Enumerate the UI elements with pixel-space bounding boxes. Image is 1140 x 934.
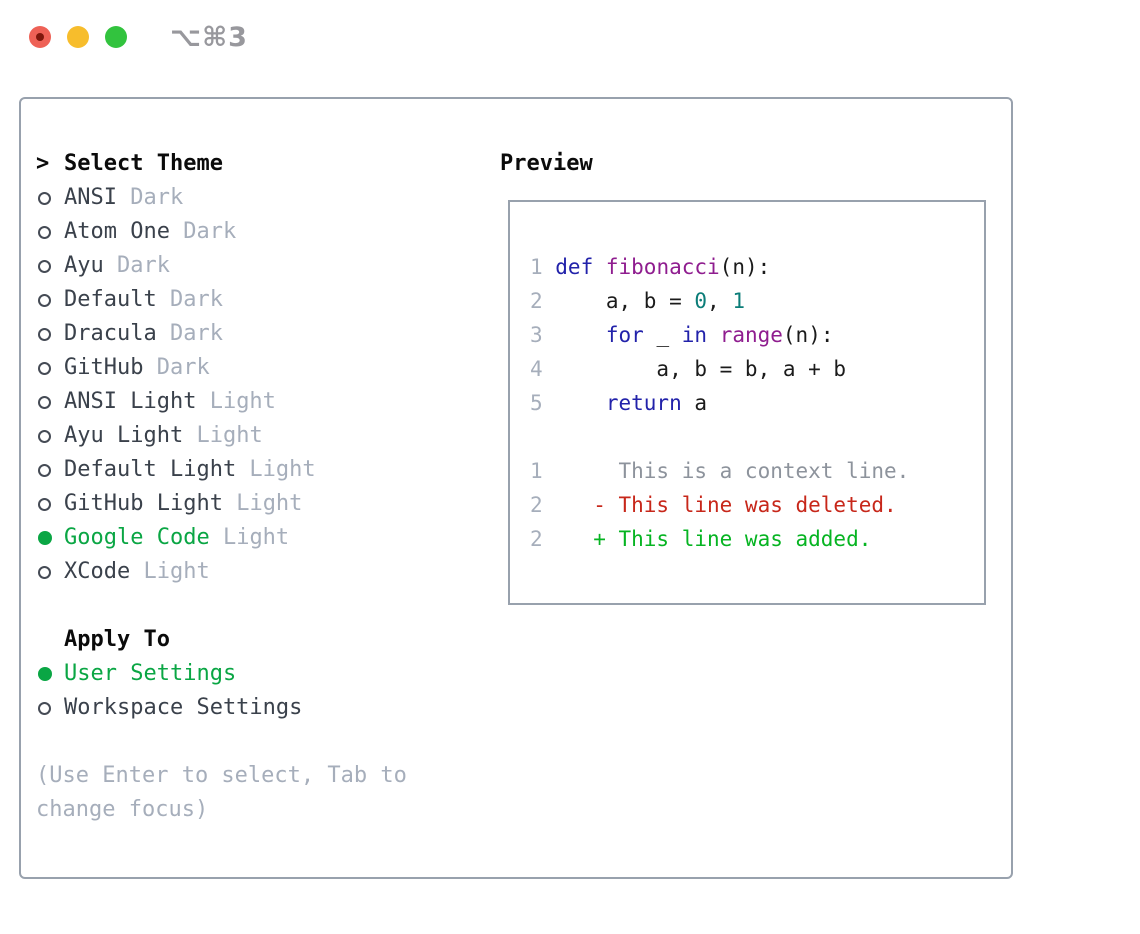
theme-variant: Light	[130, 559, 210, 584]
theme-variant: Light	[196, 389, 276, 414]
radio-unselected-icon	[38, 701, 51, 715]
spacer	[36, 589, 476, 623]
line-number: 3	[530, 323, 543, 347]
diff-line-context: 1 This is a context line.	[530, 454, 984, 488]
theme-name: GitHub Light	[64, 491, 223, 516]
radio-unselected-icon	[38, 497, 51, 511]
radio-unselected-icon	[38, 327, 51, 341]
maximize-button[interactable]	[105, 26, 127, 48]
theme-name: Atom One	[64, 219, 170, 244]
apply-option-workspace-settings[interactable]: Workspace Settings	[36, 691, 476, 725]
select-theme-header: > Select Theme	[36, 147, 476, 181]
line-number: 1	[530, 255, 543, 279]
theme-name: Ayu	[64, 253, 104, 278]
apply-to-header: Apply To	[36, 623, 476, 657]
line-number: 2	[530, 289, 543, 313]
radio-selected-icon	[38, 667, 52, 681]
radio-unselected-icon	[38, 191, 51, 205]
title-bar: ⌥⌘3	[0, 0, 1140, 75]
close-dot-icon	[36, 33, 44, 41]
apply-option-label: User Settings	[64, 661, 237, 686]
theme-name: ANSI Light	[64, 389, 197, 414]
radio-unselected-icon	[38, 225, 51, 239]
apply-to-title: Apply To	[64, 627, 170, 652]
diff-line-added: 2 + This line was added.	[530, 522, 984, 556]
radio-unselected-icon	[38, 463, 51, 477]
preview-title: Preview	[500, 151, 593, 176]
theme-variant: Dark	[116, 185, 184, 210]
close-button[interactable]	[29, 26, 51, 48]
theme-variant: Light	[236, 457, 316, 482]
theme-option-xcode[interactable]: XCode Light	[36, 555, 476, 589]
code-line: 3 for _ in range(n):	[530, 318, 984, 352]
code-line: 2 a, b = 0, 1	[530, 284, 984, 318]
line-number: 5	[530, 391, 543, 415]
radio-selected-icon	[38, 531, 52, 545]
theme-option-default[interactable]: Default Dark	[36, 283, 476, 317]
theme-option-ayu[interactable]: Ayu Dark	[36, 249, 476, 283]
radio-unselected-icon	[38, 361, 51, 375]
theme-name: GitHub	[64, 355, 144, 380]
theme-variant: Dark	[103, 253, 170, 278]
radio-unselected-icon	[38, 429, 51, 443]
theme-option-dracula[interactable]: Dracula Dark	[36, 317, 476, 351]
theme-option-atom-one[interactable]: Atom One Dark	[36, 215, 476, 249]
select-theme-title: Select Theme	[64, 151, 223, 176]
theme-option-ansi-light[interactable]: ANSI Light Light	[36, 385, 476, 419]
minimize-button[interactable]	[67, 26, 89, 48]
radio-unselected-icon	[38, 565, 51, 579]
diff-line-deleted: 2 - This line was deleted.	[530, 488, 984, 522]
theme-option-github[interactable]: GitHub Dark	[36, 351, 476, 385]
theme-variant: Dark	[143, 355, 210, 380]
theme-name: ANSI	[64, 185, 117, 210]
theme-variant: Dark	[156, 287, 223, 312]
line-number: 2	[530, 493, 543, 517]
theme-name: Google Code	[64, 525, 210, 550]
theme-name: Dracula	[64, 321, 157, 346]
theme-name: Ayu Light	[64, 423, 184, 448]
code-line: 4 a, b = b, a + b	[530, 352, 984, 386]
theme-variant: Light	[209, 525, 290, 550]
radio-unselected-icon	[38, 395, 51, 409]
apply-option-user-settings[interactable]: User Settings	[36, 657, 476, 691]
theme-name: Default	[64, 287, 157, 312]
code-line: 5 return a	[530, 386, 984, 420]
theme-option-github-light[interactable]: GitHub Light Light	[36, 487, 476, 521]
apply-option-label: Workspace Settings	[64, 695, 303, 720]
theme-variant: Dark	[169, 219, 237, 244]
theme-option-google-code[interactable]: Google Code Light	[36, 521, 476, 555]
theme-option-default-light[interactable]: Default Light Light	[36, 453, 476, 487]
theme-variant: Light	[183, 423, 263, 448]
focus-chevron-icon: >	[36, 151, 50, 176]
help-text: (Use Enter to select, Tab to change focu…	[36, 763, 407, 822]
theme-variant: Light	[222, 491, 303, 516]
radio-unselected-icon	[38, 259, 51, 273]
theme-variant: Dark	[156, 321, 223, 346]
spacer	[36, 725, 476, 759]
theme-option-ansi[interactable]: ANSI Dark	[36, 181, 476, 215]
theme-option-ayu-light[interactable]: Ayu Light Light	[36, 419, 476, 453]
theme-name: Default Light	[64, 457, 237, 482]
radio-unselected-icon	[38, 293, 51, 307]
window-shortcut-label: ⌥⌘3	[170, 22, 248, 53]
theme-name: XCode	[64, 559, 131, 584]
line-number: 4	[530, 357, 543, 381]
line-number: 1	[530, 459, 543, 483]
line-number: 2	[530, 527, 543, 551]
